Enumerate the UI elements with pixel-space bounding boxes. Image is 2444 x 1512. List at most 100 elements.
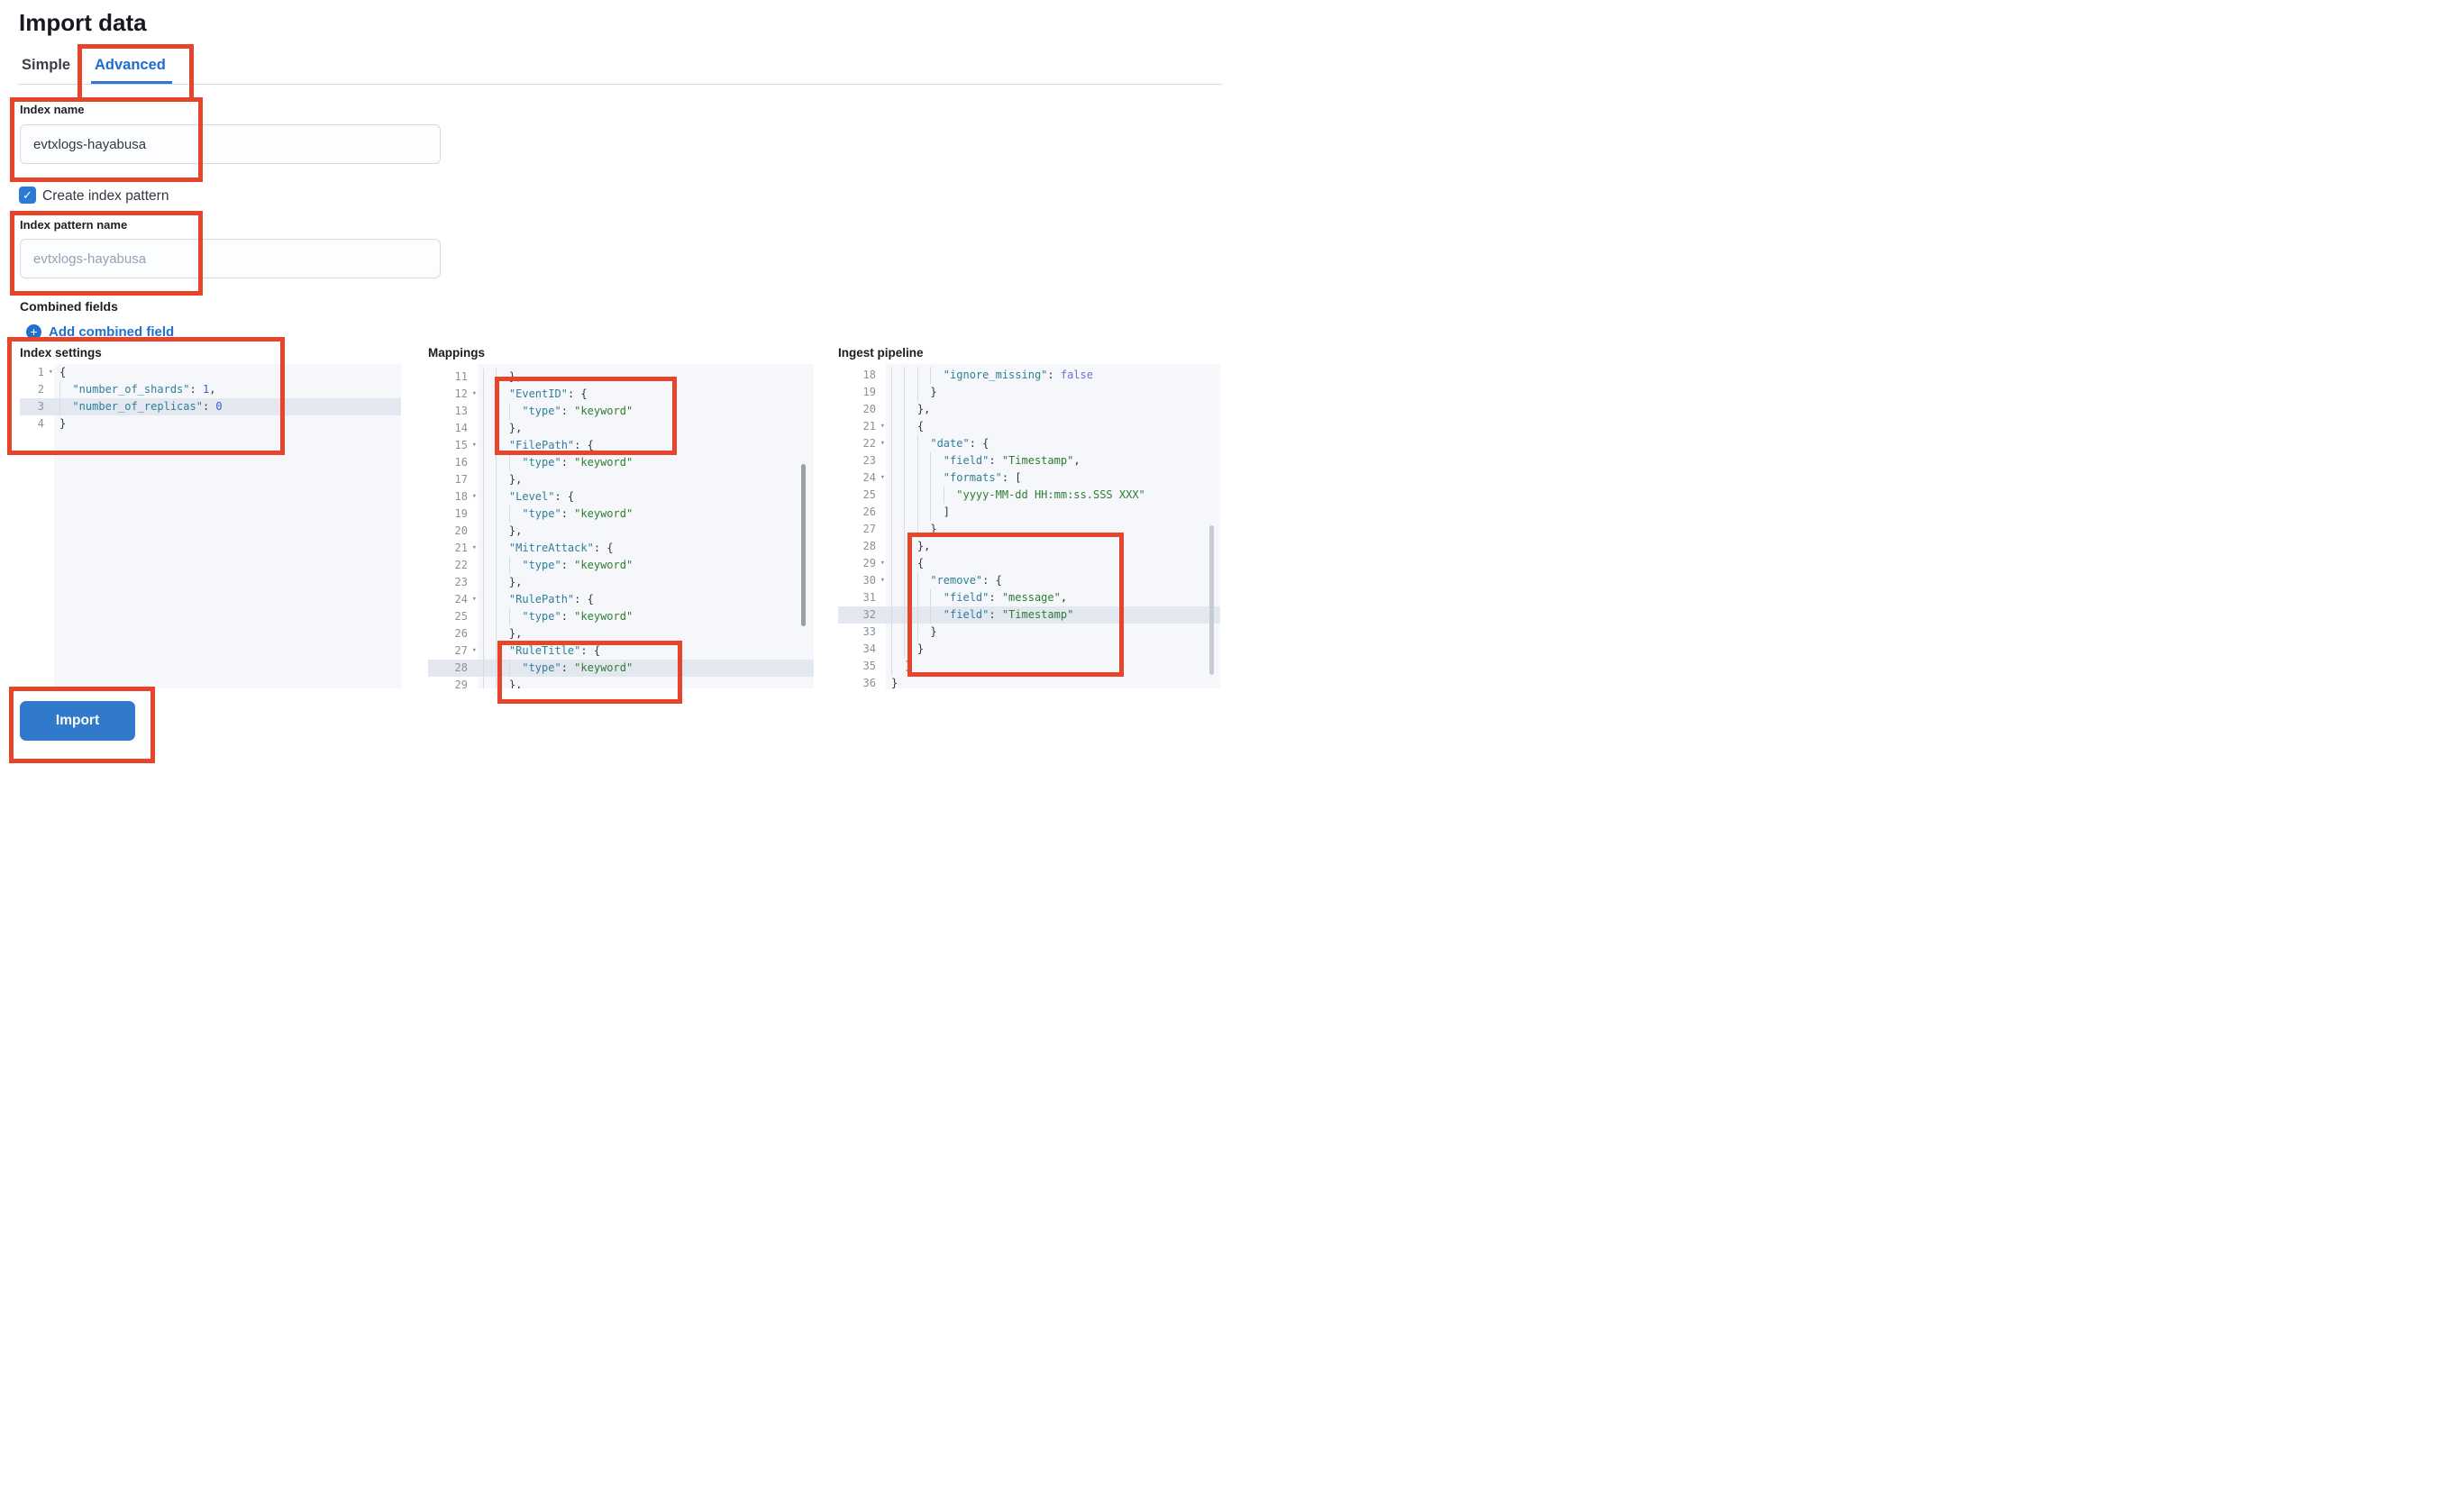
code-text: }	[886, 624, 1220, 641]
create-index-pattern-checkbox[interactable]: ✓	[19, 187, 36, 204]
mappings-title: Mappings	[428, 346, 485, 360]
indent-guide	[483, 437, 484, 454]
code-line[interactable]: 18▾ "Level": {	[428, 488, 814, 506]
code-line[interactable]: 27 }	[838, 521, 1220, 538]
line-number: 22	[454, 559, 468, 571]
code-line[interactable]: 3 "number_of_replicas": 0	[20, 398, 401, 415]
ingest-pipeline-scrollbar-thumb[interactable]	[1209, 525, 1214, 675]
code-line[interactable]: 19 "type": "keyword"	[428, 506, 814, 523]
indent-guide	[59, 381, 60, 398]
code-line[interactable]: 29 },	[428, 677, 814, 688]
indent-guide	[904, 606, 906, 624]
code-line[interactable]: 24▾ "RulePath": {	[428, 591, 814, 608]
code-line[interactable]: 31 "field": "message",	[838, 589, 1220, 606]
indent-guide	[930, 589, 932, 606]
indent-guide	[904, 538, 906, 555]
code-line[interactable]: 20 },	[838, 401, 1220, 418]
indent-guide	[904, 504, 906, 521]
index-settings-editor[interactable]: 1▾{2 "number_of_shards": 1,3 "number_of_…	[20, 364, 401, 688]
code-line[interactable]: 15▾ "FilePath": {	[428, 437, 814, 454]
code-line[interactable]: 25 "yyyy-MM-dd HH:mm:ss.SSS XXX"	[838, 487, 1220, 504]
indent-guide	[483, 506, 484, 523]
code-line[interactable]: 18 "ignore_missing": false	[838, 367, 1220, 384]
code-line[interactable]: 21▾ {	[838, 418, 1220, 435]
indent-guide	[904, 418, 906, 435]
code-line[interactable]: 35 ]	[838, 658, 1220, 675]
checkmark-icon: ✓	[23, 188, 32, 202]
add-combined-field-link[interactable]: Add combined field	[49, 324, 175, 340]
fold-arrow-icon[interactable]: ▾	[880, 576, 885, 585]
code-line[interactable]: 33 }	[838, 624, 1220, 641]
code-line[interactable]: 13 "type": "keyword"	[428, 403, 814, 420]
line-number: 19	[862, 386, 876, 398]
code-line[interactable]: 22▾ "date": {	[838, 435, 1220, 452]
code-line[interactable]: 27▾ "RuleTitle": {	[428, 642, 814, 660]
fold-arrow-icon[interactable]: ▾	[471, 595, 477, 604]
indent-guide	[508, 608, 510, 625]
indent-guide	[930, 606, 932, 624]
fold-arrow-icon[interactable]: ▾	[471, 389, 477, 398]
mappings-editor[interactable]: 11 },12▾ "EventID": {13 "type": "keyword…	[428, 364, 814, 688]
import-button[interactable]: Import	[20, 701, 135, 741]
fold-arrow-icon[interactable]: ▾	[471, 543, 477, 552]
code-line[interactable]: 34 }	[838, 641, 1220, 658]
indent-guide	[891, 418, 892, 435]
line-number: 34	[862, 642, 876, 655]
code-line[interactable]: 32 "field": "Timestamp"	[838, 606, 1220, 624]
indent-guide	[496, 506, 497, 523]
code-line[interactable]: 26 },	[428, 625, 814, 642]
code-line[interactable]: 1▾{	[20, 364, 401, 381]
code-line[interactable]: 19 }	[838, 384, 1220, 401]
indent-guide	[930, 487, 932, 504]
code-line[interactable]: 16 "type": "keyword"	[428, 454, 814, 471]
code-line[interactable]: 30▾ "remove": {	[838, 572, 1220, 589]
fold-arrow-icon[interactable]: ▾	[471, 646, 477, 655]
code-line[interactable]: 20 },	[428, 523, 814, 540]
code-line[interactable]: 23 },	[428, 574, 814, 591]
code-line[interactable]: 22 "type": "keyword"	[428, 557, 814, 574]
fold-arrow-icon[interactable]: ▾	[880, 439, 885, 448]
mappings-scrollbar-thumb[interactable]	[801, 464, 806, 626]
code-line[interactable]: 28 },	[838, 538, 1220, 555]
code-line[interactable]: 11 },	[428, 369, 814, 386]
indent-guide	[916, 521, 918, 538]
fold-arrow-icon[interactable]: ▾	[48, 368, 53, 377]
indent-guide	[496, 523, 497, 540]
line-number: 19	[454, 507, 468, 520]
index-name-input[interactable]	[20, 124, 441, 164]
indent-guide	[930, 469, 932, 487]
plus-circle-icon[interactable]: +	[26, 324, 41, 340]
code-text: "type": "keyword"	[478, 506, 814, 523]
code-line[interactable]: 2 "number_of_shards": 1,	[20, 381, 401, 398]
fold-arrow-icon[interactable]: ▾	[880, 559, 885, 568]
tab-simple[interactable]: Simple	[22, 57, 71, 73]
fold-arrow-icon[interactable]: ▾	[471, 492, 477, 501]
tab-advanced[interactable]: Advanced	[95, 57, 166, 73]
create-index-pattern-label[interactable]: Create index pattern	[42, 188, 169, 204]
code-line[interactable]: 25 "type": "keyword"	[428, 608, 814, 625]
code-line[interactable]: 14 },	[428, 420, 814, 437]
fold-arrow-icon[interactable]: ▾	[880, 422, 885, 431]
indent-guide	[916, 589, 918, 606]
code-text: "formats": [	[886, 469, 1220, 487]
code-line[interactable]: 4}	[20, 415, 401, 433]
code-line[interactable]: 23 "field": "Timestamp",	[838, 452, 1220, 469]
indent-guide	[904, 435, 906, 452]
code-line[interactable]: 24▾ "formats": [	[838, 469, 1220, 487]
indent-guide	[916, 504, 918, 521]
line-number: 33	[862, 625, 876, 638]
code-line[interactable]: 28 "type": "keyword"	[428, 660, 814, 677]
code-line[interactable]: 36}	[838, 675, 1220, 688]
fold-arrow-icon[interactable]: ▾	[471, 441, 477, 450]
code-line[interactable]: 21▾ "MitreAttack": {	[428, 540, 814, 557]
indent-guide	[891, 538, 892, 555]
code-line[interactable]: 29▾ {	[838, 555, 1220, 572]
index-pattern-name-input[interactable]	[20, 239, 441, 278]
code-text: "RulePath": {	[478, 591, 814, 608]
fold-arrow-icon[interactable]: ▾	[880, 473, 885, 482]
code-line[interactable]: 26 ]	[838, 504, 1220, 521]
code-line[interactable]: 17 },	[428, 471, 814, 488]
code-text: },	[478, 369, 814, 386]
code-line[interactable]: 12▾ "EventID": {	[428, 386, 814, 403]
